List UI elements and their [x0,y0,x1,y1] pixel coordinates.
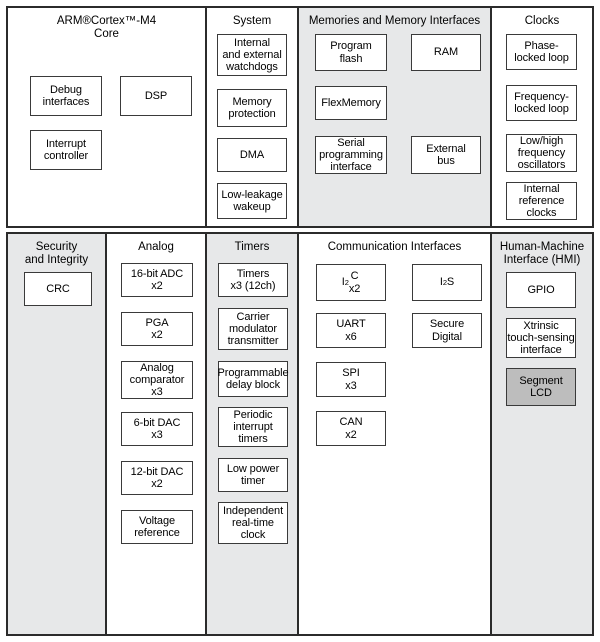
block-dma[interactable]: DMA [217,138,287,172]
block-carrier-modulator-transmitter[interactable]: Carrier modulator transmitter [218,308,288,350]
blocks-clocks: Phase- locked loop Frequency- locked loo… [492,8,592,226]
block-dsp[interactable]: DSP [120,76,192,116]
block-timers[interactable]: Timers x3 (12ch) [218,263,288,297]
block-12-bit-dac[interactable]: 12-bit DAC x2 [121,461,193,495]
block-flexmemory[interactable]: FlexMemory [315,86,387,120]
block-6-bit-dac[interactable]: 6-bit DAC x3 [121,412,193,446]
block-watchdogs[interactable]: Internal and external watchdogs [217,34,287,76]
column-title-memories: Memories and Memory Interfaces [308,15,481,27]
blocks-core: Debug interfaces DSP Interrupt controlle… [8,8,205,226]
block-serial-programming-interface[interactable]: Serial programming interface [315,136,387,174]
block-16-bit-adc[interactable]: 16-bit ADC x2 [121,263,193,297]
column-title-hmi: Human-Machine Interface (HMI) [499,241,585,266]
column-title-system: System [232,15,272,27]
column-memories: Memories and Memory Interfaces Program f… [299,8,492,226]
block-frequency-locked-loop[interactable]: Frequency- locked loop [506,85,577,121]
blocks-timers: Timers x3 (12ch) Carrier modulator trans… [207,234,297,634]
column-analog: Analog 16-bit ADC x2 PGA x2 Analog compa… [107,234,207,634]
block-uart[interactable]: UART x6 [316,313,386,348]
column-security: Security and Integrity CRC [8,234,107,634]
block-program-flash[interactable]: Program flash [315,34,387,71]
block-can[interactable]: CAN x2 [316,411,386,446]
block-analog-comparator[interactable]: Analog comparator x3 [121,361,193,399]
column-title-analog: Analog [138,241,174,253]
block-internal-reference-clocks[interactable]: Internal reference clocks [506,182,577,220]
block-pga[interactable]: PGA x2 [121,312,193,346]
block-external-bus[interactable]: External bus [411,136,481,174]
blocks-hmi: GPIO Xtrinsic touch-sensing interface Se… [492,234,592,634]
block-xtrinsic-touch-sensing-interface[interactable]: Xtrinsic touch-sensing interface [506,318,576,358]
column-system: System Internal and external watchdogs M… [207,8,299,226]
blocks-security: CRC [8,234,105,634]
column-timers: Timers Timers x3 (12ch) Carrier modulato… [207,234,299,634]
column-title-security: Security and Integrity [24,241,89,266]
column-title-timers: Timers [234,241,270,253]
block-memory-protection[interactable]: Memory protection [217,89,287,127]
top-row-frame: ARM®Cortex™-M4 Core Debug interfaces DSP… [6,6,594,228]
block-crc[interactable]: CRC [24,272,92,306]
block-voltage-reference[interactable]: Voltage reference [121,510,193,544]
block-debug-interfaces[interactable]: Debug interfaces [30,76,102,116]
block-segment-lcd[interactable]: Segment LCD [506,368,576,406]
block-interrupt-controller[interactable]: Interrupt controller [30,130,102,170]
column-hmi: Human-Machine Interface (HMI) GPIO Xtrin… [492,234,592,634]
block-ram[interactable]: RAM [411,34,481,71]
block-oscillators[interactable]: Low/high frequency oscillators [506,134,577,172]
column-title-clocks: Clocks [524,15,560,27]
block-secure-digital[interactable]: Secure Digital [412,313,482,348]
column-title-communication: Communication Interfaces [327,241,462,253]
column-title-core: ARM®Cortex™-M4 Core [56,15,157,40]
block-periodic-interrupt-timers[interactable]: Periodic interrupt timers [218,407,288,447]
block-gpio[interactable]: GPIO [506,272,576,308]
block-low-leakage-wakeup[interactable]: Low-leakage wakeup [217,183,287,219]
column-clocks: Clocks Phase- locked loop Frequency- loc… [492,8,592,226]
column-core: ARM®Cortex™-M4 Core Debug interfaces DSP… [8,8,207,226]
block-spi[interactable]: SPI x3 [316,362,386,397]
block-low-power-timer[interactable]: Low power timer [218,458,288,492]
block-programmable-delay-block[interactable]: Programmable delay block [218,361,289,397]
bottom-row-frame: Security and Integrity CRC Analog 16-bit… [6,232,594,636]
block-phase-locked-loop[interactable]: Phase- locked loop [506,34,577,70]
block-independent-real-time-clock[interactable]: Independent real-time clock [218,502,288,544]
blocks-analog: 16-bit ADC x2 PGA x2 Analog comparator x… [107,234,205,634]
blocks-memories: Program flash RAM FlexMemory Serial prog… [299,8,490,226]
blocks-system: Internal and external watchdogs Memory p… [207,8,297,226]
